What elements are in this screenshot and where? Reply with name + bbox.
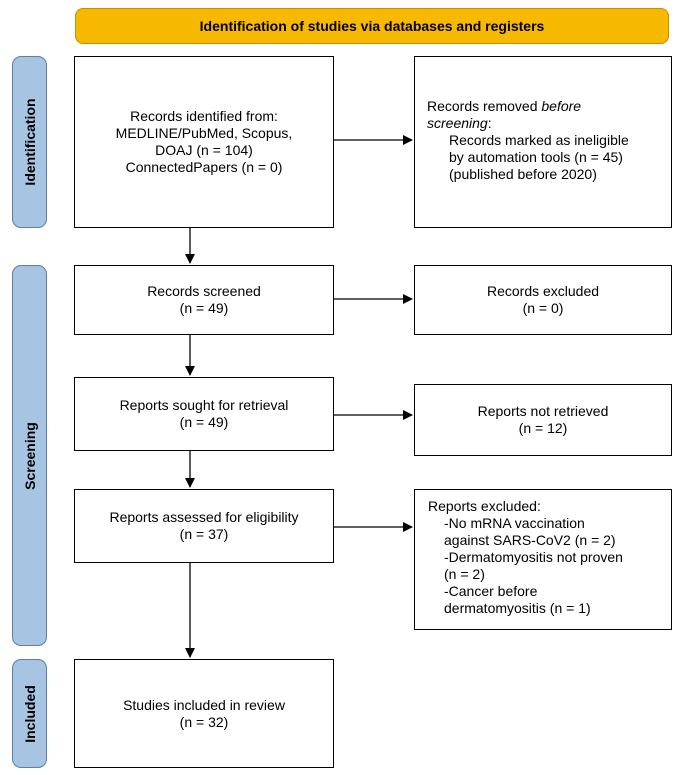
reports-excluded-line: -No mRNA vaccination <box>444 515 585 531</box>
records-excluded-box: Records excluded (n = 0) <box>414 265 672 335</box>
records-removed-line5: (published before 2020) <box>449 166 597 182</box>
records-removed-line4: by automation tools (n = 45) <box>449 149 623 165</box>
records-removed-box: Records removed before screening: Record… <box>414 56 672 228</box>
diagram-header: Identification of studies via databases … <box>75 8 669 44</box>
phase-identification: Identification <box>12 56 47 228</box>
records-screened-box: Records screened (n = 49) <box>74 265 334 335</box>
reports-assessed-count: (n = 37) <box>179 526 229 542</box>
studies-included-box: Studies included in review (n = 32) <box>74 659 334 768</box>
records-identified-line3: DOAJ (n = 104) <box>155 142 253 158</box>
phase-included: Included <box>12 659 47 768</box>
records-removed-line2: screening: <box>427 115 492 131</box>
reports-not-retrieved-label: Reports not retrieved <box>477 403 609 419</box>
reports-not-retrieved-count: (n = 12) <box>518 420 568 436</box>
records-screened-count: (n = 49) <box>179 300 229 316</box>
records-excluded-label: Records excluded <box>486 283 600 299</box>
records-removed-line1: Records removed before <box>427 98 582 114</box>
reports-excluded-line: against SARS-CoV2 (n = 2) <box>444 532 616 548</box>
reports-excluded-line: -Cancer before <box>444 583 538 599</box>
records-identified-box: Records identified from: MEDLINE/PubMed,… <box>74 56 334 228</box>
records-identified-line2: MEDLINE/PubMed, Scopus, <box>115 125 293 141</box>
phase-screening: Screening <box>12 265 47 646</box>
reports-excluded-box: Reports excluded: -No mRNA vaccination a… <box>414 489 672 630</box>
reports-excluded-line: -Dermatomyositis not proven <box>444 549 623 565</box>
records-identified-line4: ConnectedPapers (n = 0) <box>125 159 283 175</box>
reports-assessed-box: Reports assessed for eligibility (n = 37… <box>74 489 334 563</box>
records-identified-line1: Records identified from: <box>130 108 278 124</box>
records-removed-line3: Records marked as ineligible <box>449 132 629 148</box>
reports-excluded-line: (n = 2) <box>444 566 485 582</box>
records-excluded-count: (n = 0) <box>522 300 564 316</box>
reports-sought-label: Reports sought for retrieval <box>119 397 289 413</box>
studies-included-count: (n = 32) <box>179 713 229 730</box>
reports-sought-box: Reports sought for retrieval (n = 49) <box>74 377 334 451</box>
reports-excluded-line: dermatomyositis (n = 1) <box>444 600 591 616</box>
reports-excluded-title: Reports excluded: <box>428 498 541 514</box>
reports-assessed-label: Reports assessed for eligibility <box>109 509 299 525</box>
reports-not-retrieved-box: Reports not retrieved (n = 12) <box>414 384 672 456</box>
studies-included-label: Studies included in review <box>123 696 285 713</box>
header-title: Identification of studies via databases … <box>199 18 545 34</box>
reports-sought-count: (n = 49) <box>179 414 229 430</box>
records-screened-label: Records screened <box>147 283 261 299</box>
